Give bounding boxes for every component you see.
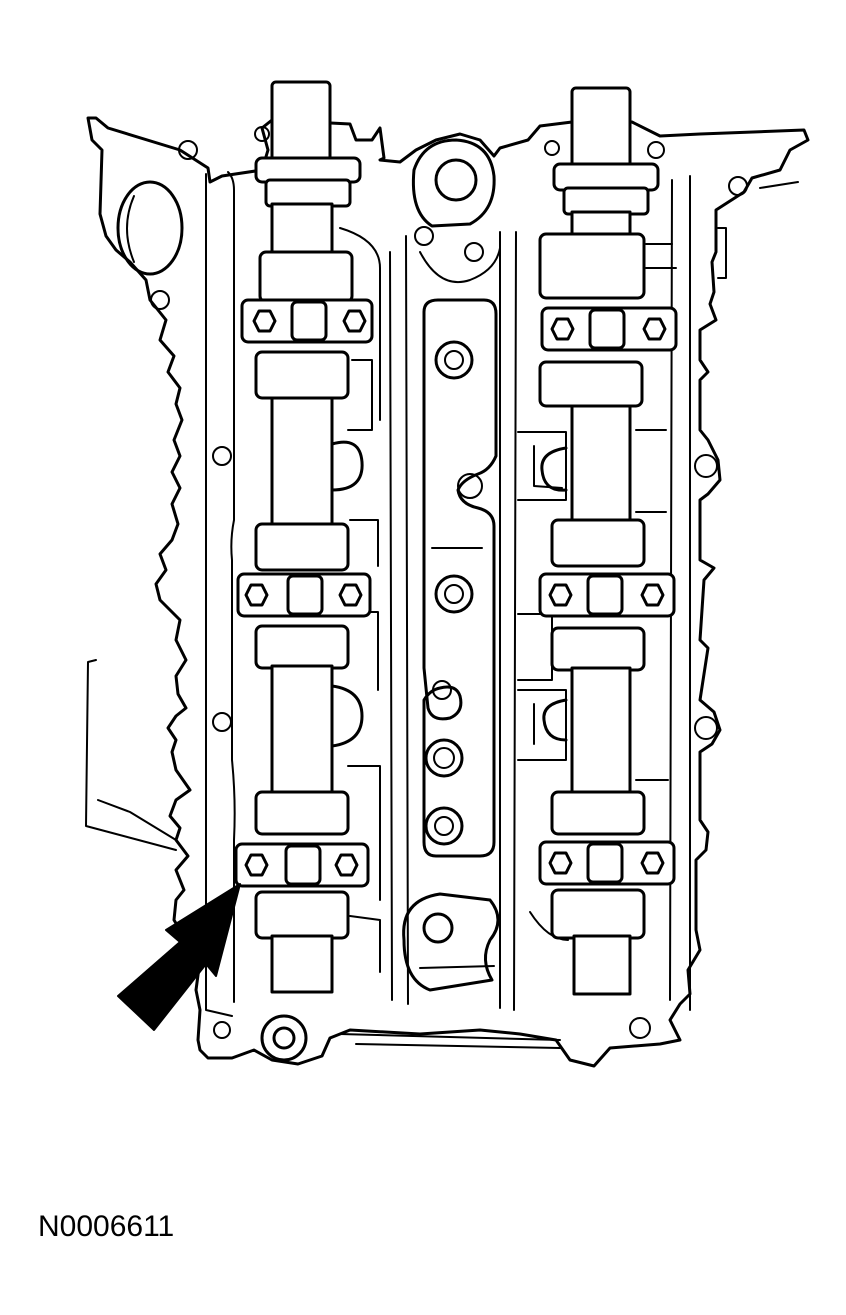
bearing-cap-left-lower: [234, 842, 370, 888]
bolt-head: [548, 851, 573, 875]
bolt-head: [244, 853, 269, 877]
bearing-cap-right-lower: [538, 840, 676, 886]
bolt-head: [342, 309, 367, 333]
bolt-head: [548, 583, 573, 607]
bolt-head: [334, 853, 359, 877]
right-camshaft: [517, 86, 677, 996]
bearing-cap-left-upper: [240, 298, 374, 344]
bearing-cap-right-middle: [538, 572, 676, 618]
bearing-cap-left-middle: [236, 572, 372, 618]
figure-id-label: N0006611: [38, 1210, 175, 1243]
callout-arrow-icon: [117, 883, 241, 1031]
bolt-head: [338, 583, 363, 607]
left-camshaft: [254, 80, 381, 994]
bolt-head: [550, 317, 575, 341]
bearing-cap-right-upper: [540, 306, 678, 352]
bolt-head: [244, 583, 269, 607]
bolt-head: [642, 317, 667, 341]
bolt-head: [640, 583, 665, 607]
bolt-head: [252, 309, 277, 333]
bolt-head: [640, 851, 665, 875]
spark-plug-rail: [402, 138, 501, 992]
